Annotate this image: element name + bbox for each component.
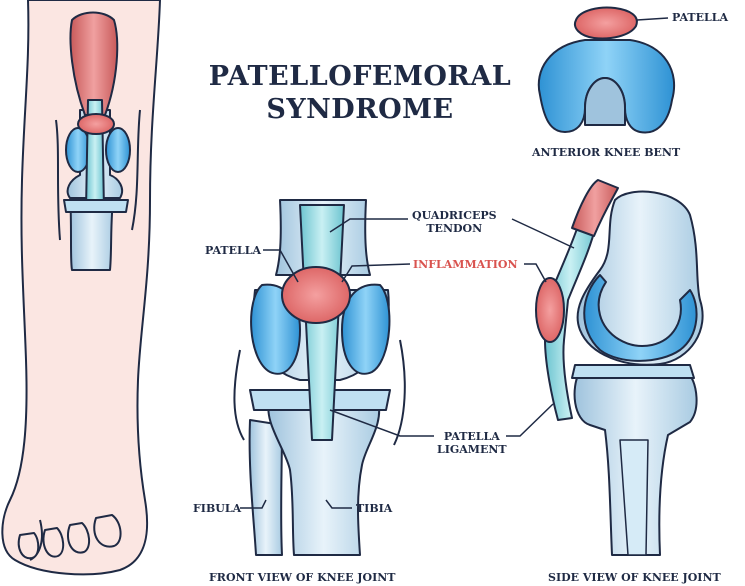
page-title: PATELLOFEMORAL SYNDROME — [205, 60, 515, 126]
label-fibula: FIBULA — [193, 502, 241, 515]
label-patella-left: PATELLA — [205, 244, 261, 257]
leg-patella — [78, 114, 114, 134]
toe — [19, 533, 39, 558]
side-inflamed-patella — [536, 278, 564, 342]
patella-top — [575, 8, 637, 39]
label-tibia: TIBIA — [356, 502, 392, 515]
toe — [68, 523, 89, 553]
side-view-knee — [536, 180, 703, 555]
inflamed-patella — [282, 267, 350, 323]
toe — [94, 515, 120, 547]
caption-front-view: FRONT VIEW OF KNEE JOINT — [209, 571, 395, 584]
label-anterior-knee-bent: ANTERIOR KNEE BENT — [532, 146, 680, 159]
label-inflammation: INFLAMMATION — [413, 258, 518, 271]
caption-side-view: SIDE VIEW OF KNEE JOINT — [548, 571, 721, 584]
label-patella-top: PATELLA — [672, 11, 728, 24]
label-patella-ligament: PATELLA LIGAMENT — [437, 430, 507, 456]
toe — [43, 528, 63, 557]
anterior-knee-illustration — [539, 8, 674, 133]
label-quadriceps-tendon: QUADRICEPS TENDON — [412, 209, 497, 235]
leg-illustration — [2, 0, 160, 574]
